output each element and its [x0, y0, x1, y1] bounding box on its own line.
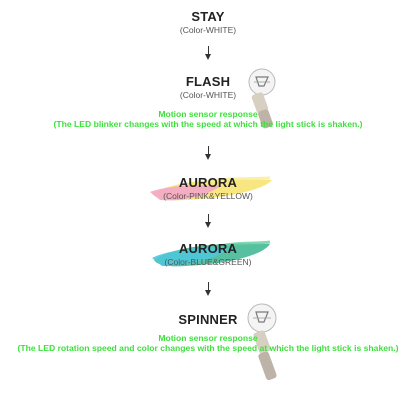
mode-aurora-blue-subtitle: (Color-BLUE&GREEN) — [164, 257, 252, 267]
pink-yellow-brush-stroke — [150, 176, 272, 201]
mode-aurora-pink-subtitle: (Color-PINK&YELLOW) — [163, 191, 253, 201]
down-arrow-icon — [205, 214, 211, 228]
blue-green-brush-stroke — [152, 240, 271, 267]
spinner-note-text: (The LED rotation speed and color change… — [17, 343, 399, 353]
mode-stay-subtitle: (Color-WHITE) — [179, 25, 237, 35]
mode-flash-subtitle: (Color-WHITE) — [179, 90, 237, 100]
mode-aurora-blue-title: AURORA — [178, 241, 238, 256]
down-arrow-icon — [205, 282, 211, 296]
mode-aurora-pink-title: AURORA — [178, 175, 238, 190]
mode-stay-title: STAY — [191, 9, 225, 24]
flash-note-text: (The LED blinker changes with the speed … — [53, 119, 363, 129]
spinner-note-heading: Motion sensor response — [158, 333, 258, 343]
down-arrow-icon — [205, 46, 211, 60]
mode-spinner-title: SPINNER — [178, 312, 238, 327]
flash-motion-note: Motion sensor response (The LED blinker … — [0, 109, 416, 129]
down-arrow-icon — [205, 146, 211, 160]
light-stick-icon — [247, 303, 277, 381]
spinner-motion-note: Motion sensor response (The LED rotation… — [0, 333, 416, 353]
light-stick-icon — [248, 68, 276, 129]
mode-flash-title: FLASH — [185, 74, 231, 89]
flash-note-heading: Motion sensor response — [158, 109, 258, 119]
